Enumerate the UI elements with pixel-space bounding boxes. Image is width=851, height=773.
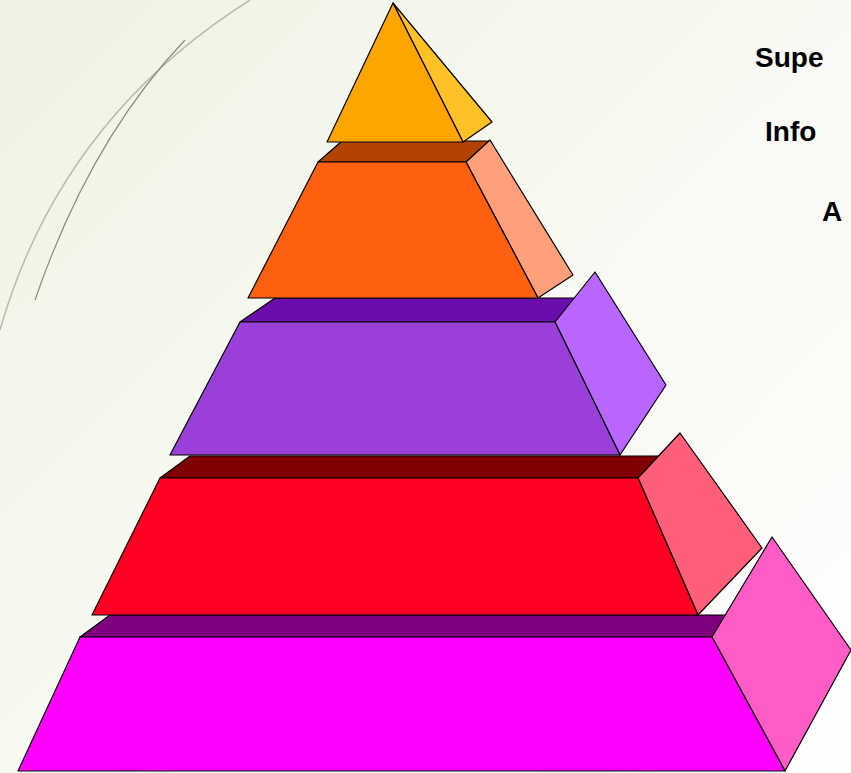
layer-top-face [240,298,590,322]
layer-label: A [822,198,842,226]
layer-front-face [248,162,538,298]
layer-top-face [80,615,742,637]
layer-front-face [170,322,620,455]
decor-curve [0,0,250,330]
decor-curve [35,40,185,300]
layer-front-face [18,637,785,771]
layer-front-face [92,478,698,615]
layer-label: Supe [755,44,823,72]
layer-label: Info [765,118,816,146]
layer-top-face [318,141,490,162]
layer-top-face [160,456,668,478]
layer-front-face [327,3,463,142]
